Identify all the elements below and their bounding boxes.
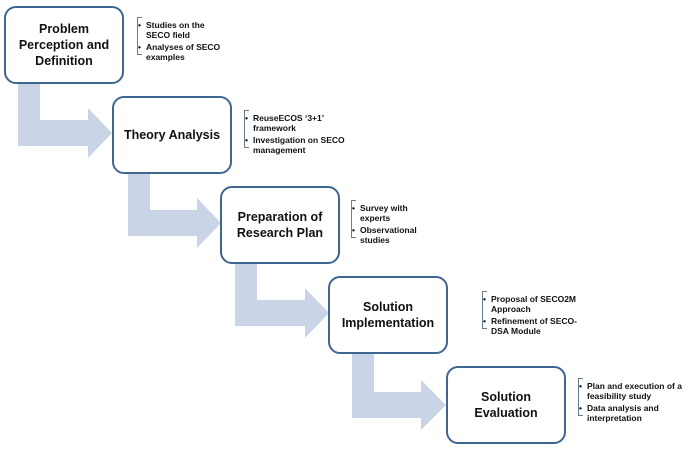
note-item: Studies on the SECO field <box>138 20 230 40</box>
note-item: Investigation on SECO management <box>245 135 353 155</box>
stage-theory-analysis: Theory Analysis <box>112 96 232 174</box>
note-item: Plan and execution of a feasibility stud… <box>579 381 695 401</box>
stage-notes: ReuseECOS ‘3+1’ framework Investigation … <box>245 113 353 157</box>
stage-notes: Survey with experts Observational studie… <box>352 203 432 247</box>
note-item: Observational studies <box>352 225 432 245</box>
note-item: ReuseECOS ‘3+1’ framework <box>245 113 353 133</box>
arrow-2-to-3 <box>128 170 221 248</box>
stage-research-plan: Preparation of Research Plan <box>220 186 340 264</box>
stage-title: Solution Evaluation <box>474 390 538 420</box>
arrow-4-to-5 <box>352 352 446 430</box>
note-item: Survey with experts <box>352 203 432 223</box>
stage-title: Preparation of Research Plan <box>236 210 324 240</box>
note-item: Proposal of SECO2M Approach <box>483 294 583 314</box>
stage-title: Solution Implementation <box>341 300 435 330</box>
stage-title: Problem Perception and Definition <box>18 22 110 68</box>
note-item: Refinement of SECO-DSA Module <box>483 316 583 336</box>
stage-notes: Studies on the SECO field Analyses of SE… <box>138 20 230 64</box>
stage-problem-perception: Problem Perception and Definition <box>4 6 124 84</box>
stage-solution-implementation: Solution Implementation <box>328 276 448 354</box>
stage-notes: Proposal of SECO2M Approach Refinement o… <box>483 294 583 338</box>
stage-solution-evaluation: Solution Evaluation <box>446 366 566 444</box>
arrow-3-to-4 <box>235 262 329 338</box>
note-item: Data analysis and interpretation <box>579 403 695 423</box>
stage-notes: Plan and execution of a feasibility stud… <box>579 381 695 425</box>
stage-title: Theory Analysis <box>123 128 221 142</box>
arrow-1-to-2 <box>18 75 112 158</box>
note-item: Analyses of SECO examples <box>138 42 230 62</box>
